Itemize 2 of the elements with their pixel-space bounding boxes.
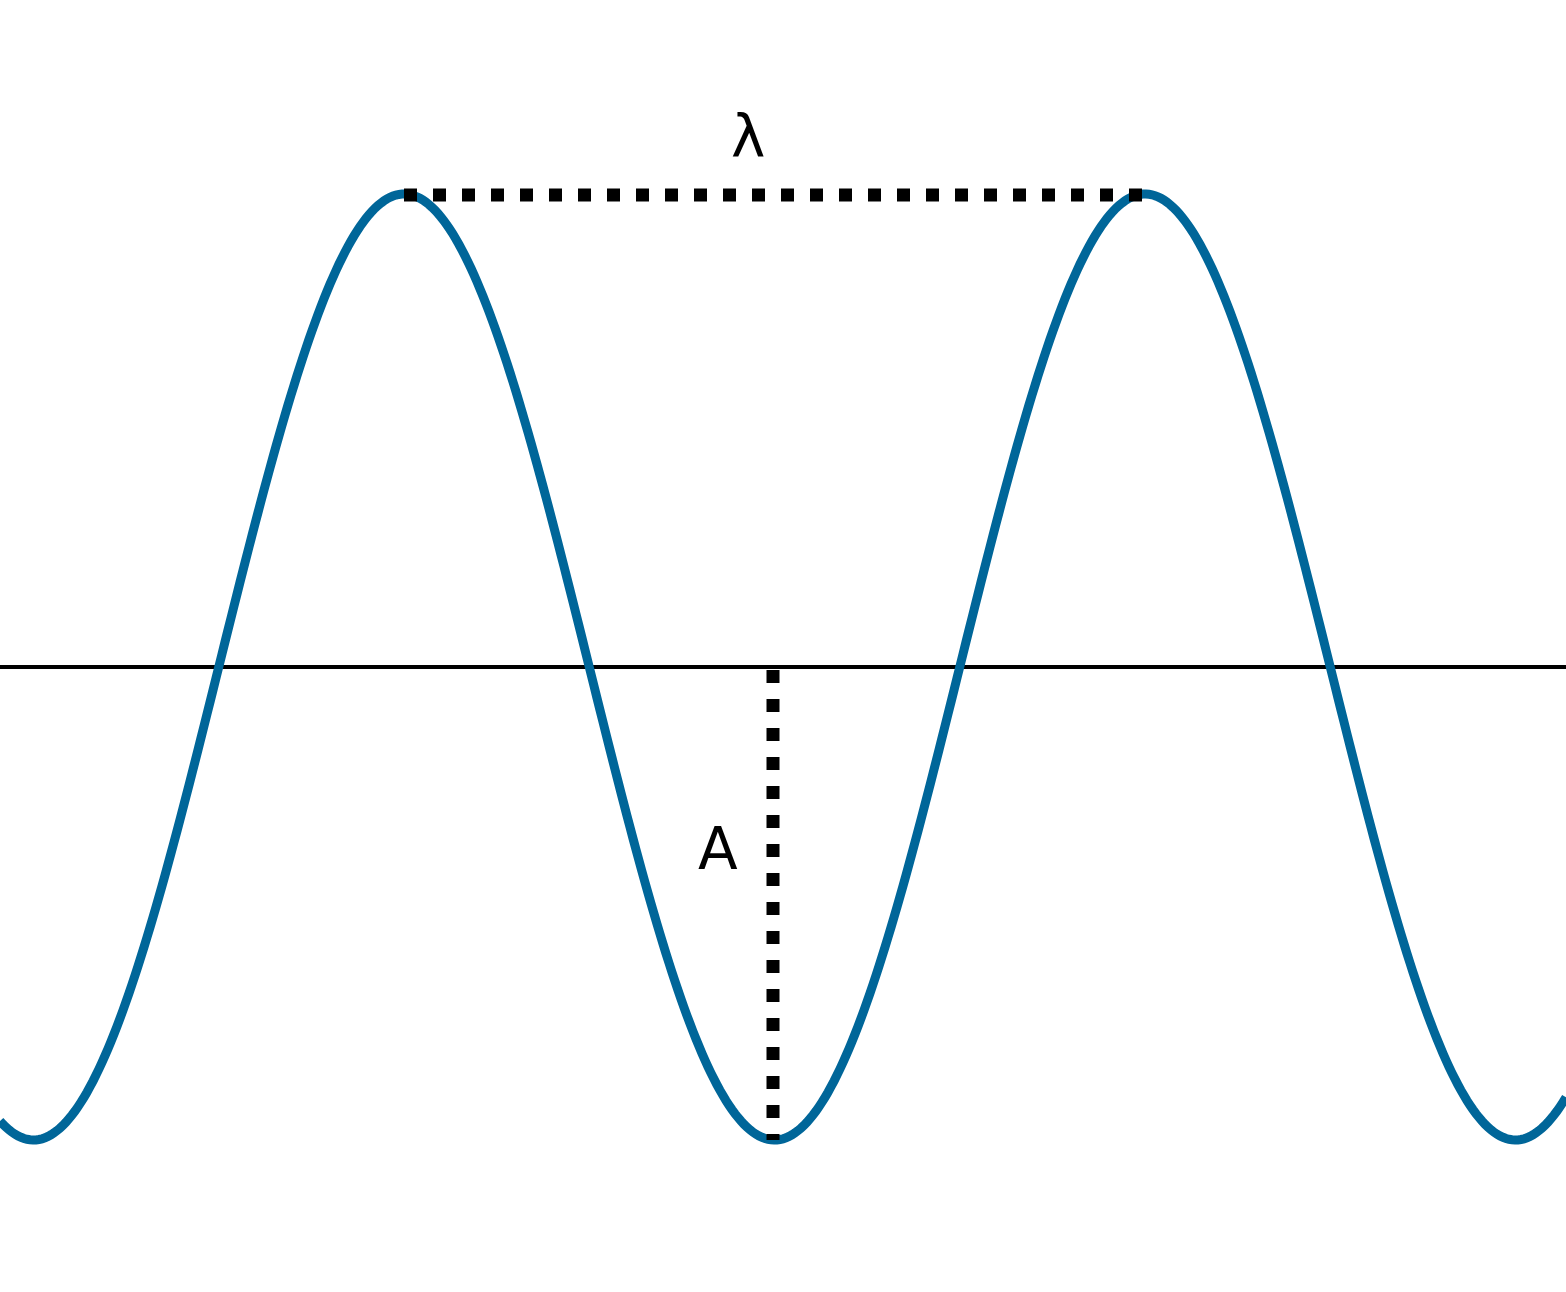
dimension-label: λ (731, 108, 766, 166)
dimension-label: A (698, 820, 738, 878)
